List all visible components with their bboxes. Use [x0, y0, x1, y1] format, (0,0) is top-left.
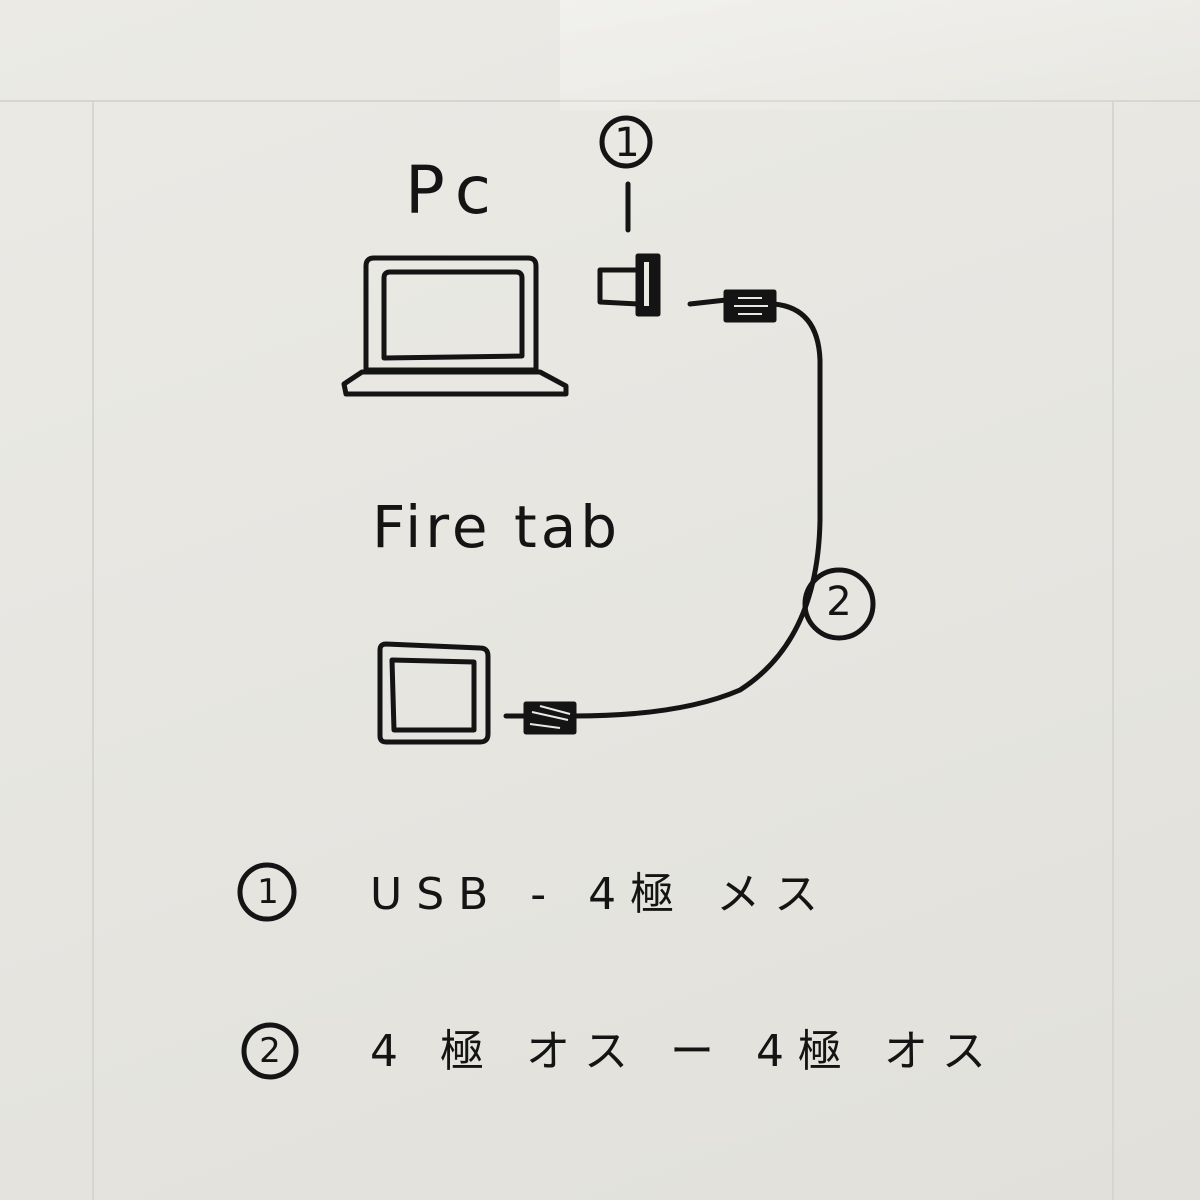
marker-1-number: 1 — [614, 120, 640, 166]
marker-2-circle — [802, 567, 876, 641]
legend-text: USB - 4極 メス — [370, 869, 833, 920]
tablet-icon — [377, 641, 491, 745]
pc-label: Pc — [405, 152, 502, 229]
legend-item-1: 1 USB - 4極 メス — [240, 865, 1000, 935]
fire-tab-label: Fire tab — [372, 493, 622, 561]
marker-1-circle — [599, 115, 653, 233]
paper-fold-highlight — [560, 0, 1200, 110]
legend-number: 1 — [257, 872, 279, 912]
legend-item-2: 2 4 極 オス ー 4極 オス — [240, 1022, 1000, 1092]
marker-2-number: 2 — [826, 579, 852, 625]
legend-number: 2 — [259, 1031, 281, 1071]
laptop-icon — [341, 255, 569, 397]
legend-marker-2-circle — [241, 1022, 299, 1080]
legend-marker-1-circle — [237, 862, 297, 922]
legend-text: 4 極 オス ー 4極 オス — [370, 1026, 1000, 1077]
paper-rule-line — [0, 100, 1200, 102]
paper-margin-line — [1112, 100, 1114, 1200]
cable-4pole-icon — [503, 289, 823, 735]
usb-adapter-icon — [597, 253, 661, 317]
paper-margin-line — [92, 100, 94, 1200]
